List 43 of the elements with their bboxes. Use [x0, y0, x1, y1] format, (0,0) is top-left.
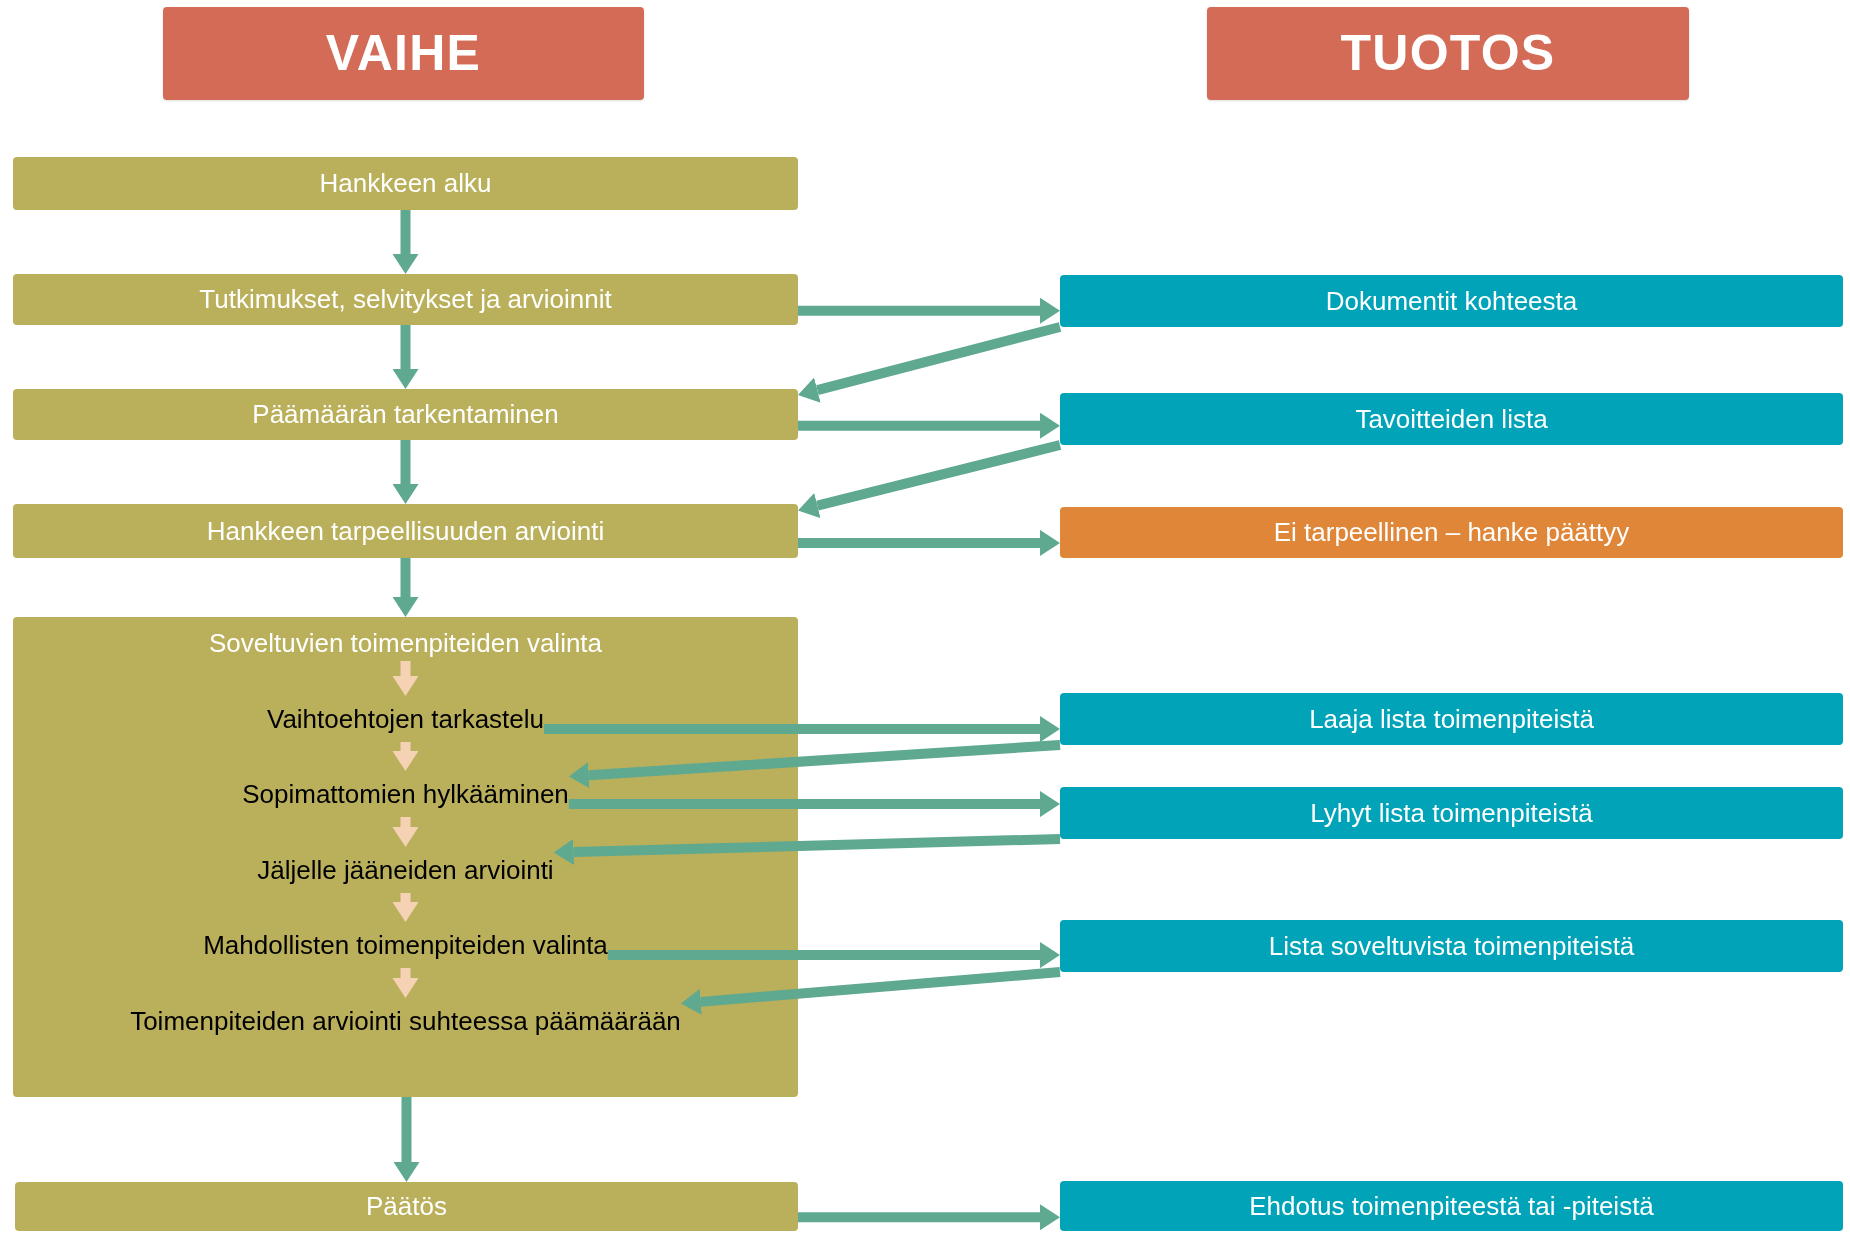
arrow — [568, 740, 1061, 789]
arrow — [680, 967, 1061, 1015]
output-box: Lista soveltuvista toimenpiteistä — [1060, 920, 1843, 972]
substep-text: Sopimattomien hylkääminen — [242, 771, 569, 817]
arrow — [798, 412, 1060, 439]
arrow — [798, 440, 1062, 519]
output-box: Tavoitteiden lista — [1060, 393, 1843, 445]
header-box: VAIHE — [163, 7, 644, 100]
arrow — [393, 1097, 420, 1182]
arrow — [798, 529, 1060, 556]
arrow — [392, 325, 419, 389]
substep-text: Mahdollisten toimenpiteiden valinta — [203, 922, 608, 968]
arrow — [392, 210, 419, 274]
substep-text: Toimenpiteiden arviointi suhteessa päämäärään — [130, 998, 681, 1044]
group-box — [13, 617, 798, 1097]
arrow — [553, 834, 1061, 865]
process-box: Päätös — [15, 1182, 798, 1231]
arrow — [544, 716, 1060, 743]
substep-text: Jäljelle jääneiden arviointi — [257, 847, 554, 893]
arrow — [568, 791, 1060, 818]
arrow — [798, 322, 1062, 403]
output-box: Laaja lista toimenpiteistä — [1060, 693, 1843, 745]
arrow — [798, 297, 1060, 324]
arrow — [607, 942, 1060, 969]
arrow — [392, 742, 419, 771]
arrow — [392, 440, 419, 504]
arrow — [392, 661, 419, 696]
output-box: Ehdotus toimenpiteestä tai -piteistä — [1060, 1181, 1843, 1231]
header-box: TUOTOS — [1207, 7, 1689, 100]
group-heading: Soveltuvien toimenpiteiden valinta — [208, 625, 603, 661]
process-box: Hankkeen tarpeellisuuden arviointi — [13, 504, 798, 558]
process-box: Päämäärän tarkentaminen — [13, 389, 798, 440]
arrow — [392, 558, 419, 617]
substep-text: Vaihtoehtojen tarkastelu — [266, 696, 544, 742]
process-box: Hankkeen alku — [13, 157, 798, 210]
arrow — [392, 817, 419, 847]
output-box: Lyhyt lista toimenpiteistä — [1060, 787, 1843, 839]
arrow — [392, 968, 419, 998]
arrow — [798, 1204, 1060, 1231]
process-box: Tutkimukset, selvitykset ja arvioinnit — [13, 274, 798, 325]
output-box: Dokumentit kohteesta — [1060, 275, 1843, 327]
end-box: Ei tarpeellinen – hanke päättyy — [1060, 507, 1843, 558]
arrow — [392, 893, 419, 922]
